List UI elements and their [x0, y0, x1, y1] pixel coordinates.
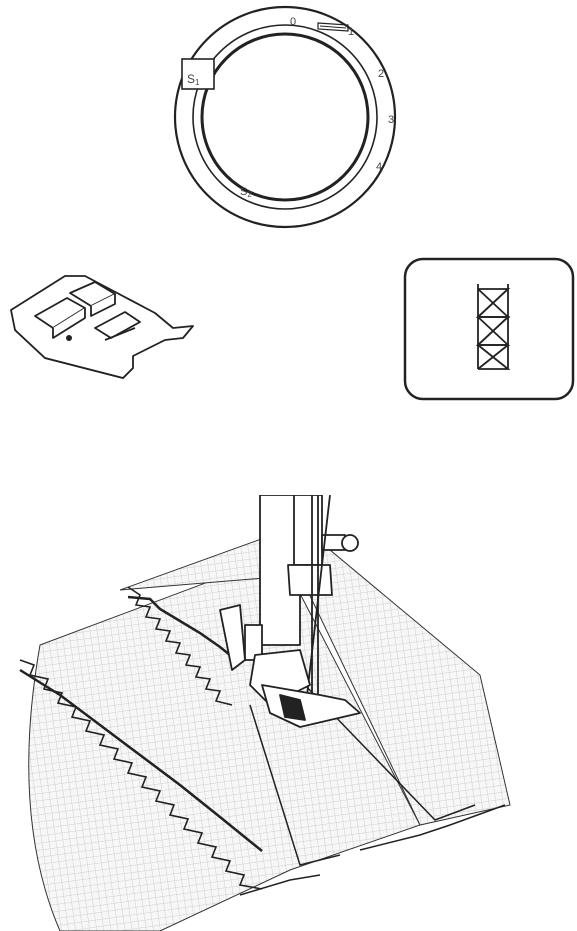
dial-number-2: 2 — [378, 68, 384, 80]
dial-number-0: 0 — [290, 16, 296, 28]
dial-number-1: 1 — [348, 26, 354, 38]
zigzag-presser-foot-icon — [5, 268, 205, 388]
stitch-width-dial: S1 0 1 2 3 4 S2 — [170, 5, 420, 230]
dial-number-3: 3 — [388, 114, 394, 126]
sewing-illustration — [0, 495, 577, 931]
s2-label: S2 — [240, 186, 252, 199]
dial-number-4: 4 — [376, 161, 382, 173]
dial-inner-ring — [202, 34, 368, 200]
dial-middle-ring — [193, 25, 377, 209]
dial-indicator-mark — [318, 23, 348, 31]
triple-zigzag-stitch-icon — [402, 254, 577, 404]
dial-outer-ring — [175, 7, 395, 227]
stitch-pattern-frame — [405, 259, 573, 399]
